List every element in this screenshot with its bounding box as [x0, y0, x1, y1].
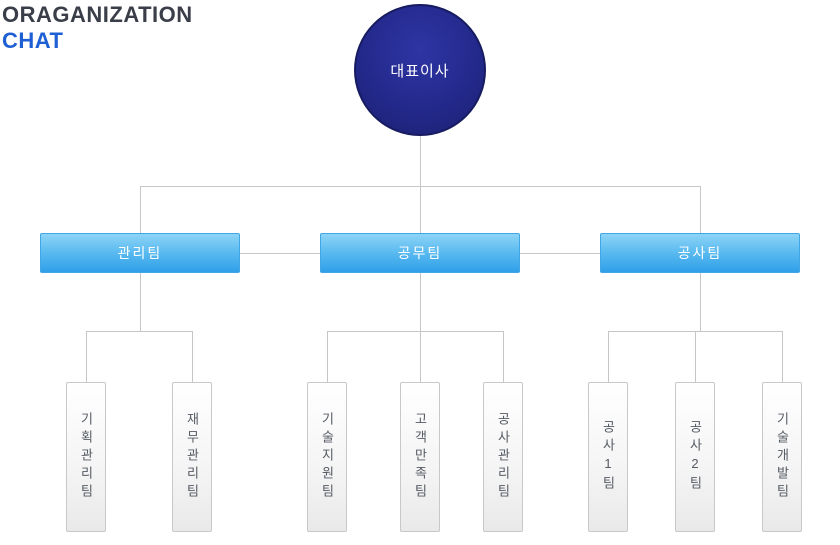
page-title-line1: ORAGANIZATION — [2, 2, 193, 27]
ceo-label: 대표이사 — [390, 62, 450, 80]
sub-team-box-construction-2: 공사2팀 — [675, 382, 715, 532]
connector-line — [192, 331, 193, 382]
sub-team-box-construction-mgmt: 공사관리팀 — [483, 382, 523, 532]
connector-line — [240, 253, 320, 254]
team-label: 공사팀 — [677, 245, 723, 261]
sub-team-label: 공사1팀 — [600, 420, 616, 494]
connector-line — [503, 331, 504, 382]
team-box-admin: 관리팀 — [40, 233, 240, 273]
connector-line — [420, 186, 421, 233]
connector-line — [700, 273, 701, 331]
connector-line — [608, 331, 609, 382]
connector-line — [420, 273, 421, 331]
ceo-node: 대표이사 — [354, 4, 486, 136]
sub-team-label: 고객만족팀 — [412, 412, 428, 502]
team-label: 관리팀 — [117, 245, 163, 261]
sub-team-box-finance: 재무관리팀 — [172, 382, 212, 532]
sub-team-box-customer-satisfaction: 고객만족팀 — [400, 382, 440, 532]
sub-team-label: 기획관리팀 — [78, 412, 94, 502]
connector-line — [327, 331, 328, 382]
connector-line — [782, 331, 783, 382]
sub-team-label: 기술개발팀 — [774, 412, 790, 502]
sub-team-label: 공사관리팀 — [495, 412, 511, 502]
connector-line — [140, 273, 141, 331]
team-label: 공무팀 — [397, 245, 443, 261]
connector-line — [520, 253, 600, 254]
team-box-public-works: 공무팀 — [320, 233, 520, 273]
connector-line — [86, 331, 192, 332]
sub-team-box-tech-development: 기술개발팀 — [762, 382, 802, 532]
connector-line — [86, 331, 87, 382]
page-title: ORAGANIZATION CHAT — [2, 2, 193, 54]
connector-line — [695, 331, 696, 382]
connector-line — [140, 186, 141, 233]
connector-line — [420, 331, 421, 382]
connector-line — [700, 186, 701, 233]
page-title-line2: CHAT — [2, 28, 64, 53]
team-box-construction: 공사팀 — [600, 233, 800, 273]
sub-team-label: 기술지원팀 — [319, 412, 335, 502]
sub-team-box-construction-1: 공사1팀 — [588, 382, 628, 532]
sub-team-label: 재무관리팀 — [184, 412, 200, 502]
sub-team-box-tech-support: 기술지원팀 — [307, 382, 347, 532]
connector-line — [420, 136, 421, 186]
connector-line — [327, 331, 503, 332]
sub-team-box-planning: 기획관리팀 — [66, 382, 106, 532]
sub-team-label: 공사2팀 — [687, 420, 703, 494]
